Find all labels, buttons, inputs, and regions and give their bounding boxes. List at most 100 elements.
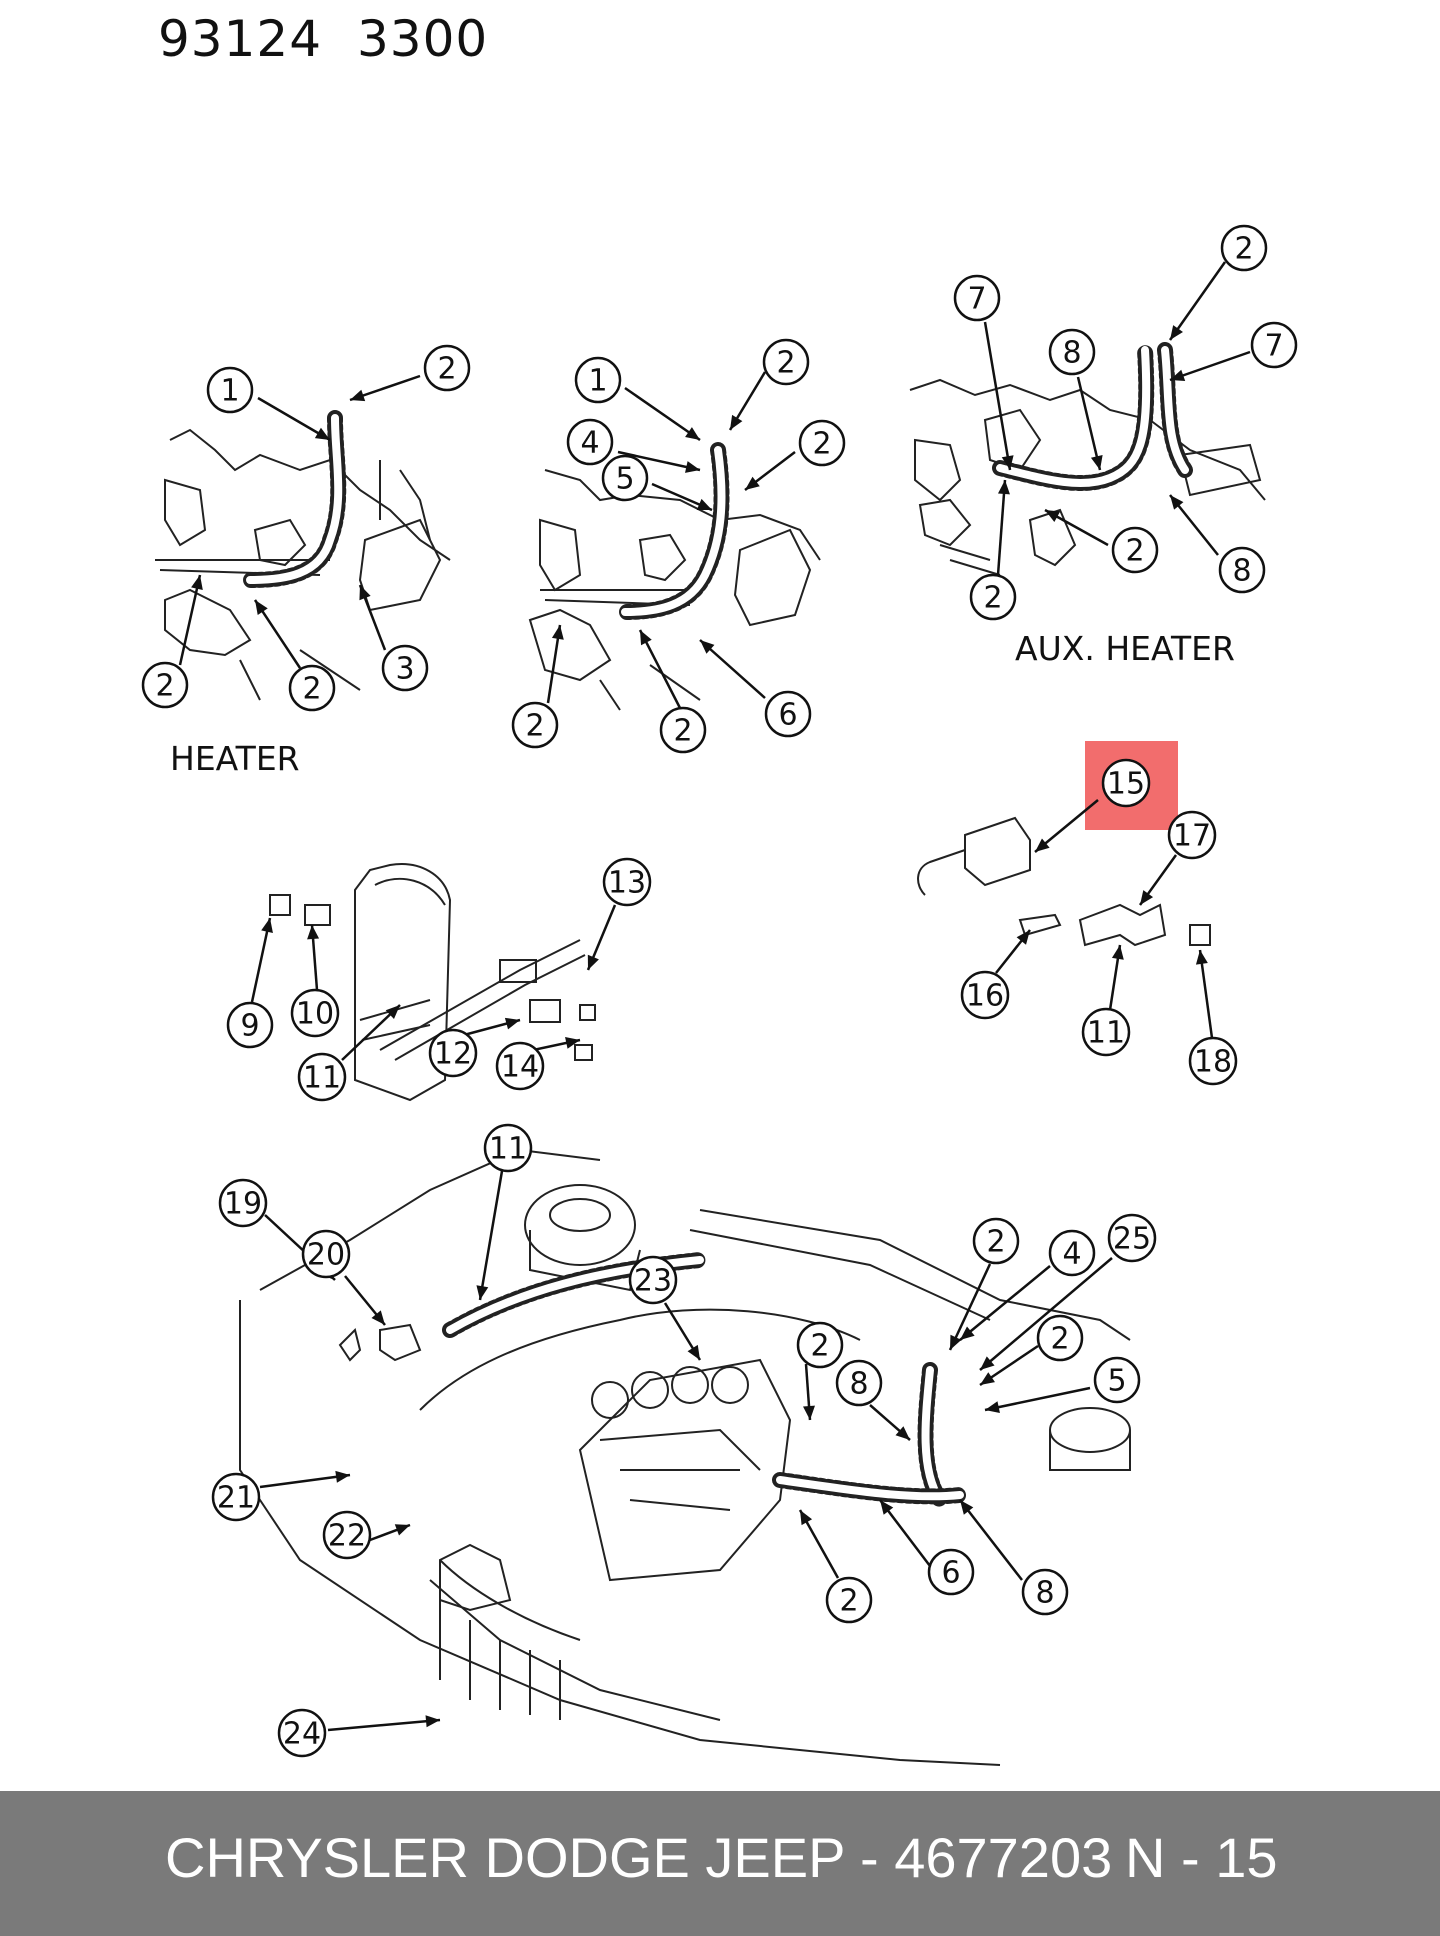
- callout-number: 2: [810, 1329, 829, 1364]
- callout-4: 4: [566, 418, 614, 466]
- callout-circle: [301, 1229, 351, 1279]
- callout-17: 17: [1167, 810, 1217, 860]
- arrowhead: [551, 625, 564, 640]
- leader-line: [478, 1170, 504, 1301]
- callout-number: 2: [986, 1225, 1005, 1260]
- callout-9: 9: [226, 1001, 274, 1049]
- callout-number: 2: [525, 709, 544, 744]
- callout-circle: [762, 338, 810, 386]
- arrowhead: [800, 1510, 813, 1526]
- callout-8: 8: [1218, 546, 1266, 594]
- document-code: 93124 3300: [158, 10, 489, 68]
- callout-number: 2: [302, 672, 321, 707]
- arrowhead: [425, 1715, 440, 1728]
- callout-7: 7: [953, 274, 1001, 322]
- aux-heater-view: [909, 342, 1266, 576]
- arrowhead: [565, 1037, 580, 1049]
- callout-circle: [1021, 1568, 1069, 1616]
- arrowhead: [191, 575, 203, 590]
- arrowhead: [1170, 325, 1183, 340]
- callout-circle: [1036, 1314, 1084, 1362]
- callout-2: 2: [762, 338, 810, 386]
- arrowhead: [1111, 945, 1124, 960]
- leader-lines: [178, 261, 1251, 1732]
- callout-19: 19: [218, 1178, 268, 1228]
- arrowhead: [1170, 369, 1186, 382]
- callout-4: 4: [1048, 1229, 1096, 1277]
- callout-circle: [495, 1041, 545, 1091]
- arrowhead: [685, 461, 700, 473]
- callout-2: 2: [141, 661, 189, 709]
- callout-circle: [764, 690, 812, 738]
- callout-circle: [953, 274, 1001, 322]
- arrowhead: [1140, 890, 1154, 905]
- callout-2: 2: [288, 664, 336, 712]
- callout-1: 1: [574, 356, 622, 404]
- callout-21: 21: [211, 1472, 261, 1522]
- leader-line: [178, 574, 202, 666]
- callout-circle: [141, 661, 189, 709]
- callout-circle: [798, 419, 846, 467]
- callout-circle: [825, 1576, 873, 1624]
- arrowhead: [1090, 454, 1103, 470]
- arrowhead: [261, 918, 273, 933]
- arrowhead: [960, 1326, 975, 1340]
- arrowhead: [730, 414, 743, 430]
- callout-20: 20: [301, 1229, 351, 1279]
- leader-line: [327, 1718, 441, 1732]
- callout-16: 16: [960, 970, 1010, 1020]
- callout-2: 2: [659, 706, 707, 754]
- arrowhead: [980, 1356, 995, 1370]
- callout-2: 2: [1036, 1314, 1084, 1362]
- callout-5: 5: [1093, 1356, 1141, 1404]
- callout-circle: [322, 1510, 372, 1560]
- arrowhead: [1001, 455, 1014, 470]
- callout-24: 24: [277, 1708, 327, 1758]
- arrowhead: [1170, 495, 1184, 510]
- callout-number: 20: [307, 1238, 345, 1273]
- arrowhead: [587, 954, 599, 970]
- callout-circle: [601, 454, 649, 502]
- callout-25: 25: [1107, 1213, 1157, 1263]
- callout-2: 2: [825, 1576, 873, 1624]
- callout-2: 2: [796, 1321, 844, 1369]
- callout-number: 2: [673, 714, 692, 749]
- callout-2: 2: [1111, 526, 1159, 574]
- callout-10: 10: [290, 988, 340, 1038]
- arrowhead: [640, 630, 652, 646]
- page-label: N - 15: [1125, 1826, 1278, 1889]
- footer-bar: CHRYSLER DODGE JEEP - 4677203 N - 15: [0, 1791, 1440, 1936]
- leader-line: [1076, 376, 1102, 471]
- callout-number: 14: [501, 1050, 539, 1085]
- callout-6: 6: [764, 690, 812, 738]
- leader-line: [638, 629, 682, 709]
- arrowhead: [960, 1500, 974, 1515]
- callout-number: 18: [1194, 1045, 1232, 1080]
- callout-circle: [835, 1359, 883, 1407]
- callout-number: 8: [1062, 336, 1081, 371]
- leader-line: [699, 639, 766, 699]
- callout-circle: [1048, 1229, 1096, 1277]
- callout-2: 2: [511, 701, 559, 749]
- callout-circle: [211, 1472, 261, 1522]
- arrowhead: [371, 1310, 385, 1325]
- callout-2: 2: [972, 1217, 1020, 1265]
- arrowhead: [685, 427, 700, 440]
- callout-number: 22: [328, 1519, 366, 1554]
- callout-circle: [1218, 546, 1266, 594]
- arrowhead: [307, 925, 320, 940]
- callout-circle: [1167, 810, 1217, 860]
- leader-line: [1198, 949, 1214, 1039]
- callout-1: 1: [206, 366, 254, 414]
- callout-2: 2: [423, 344, 471, 392]
- callout-circle: [1111, 526, 1159, 574]
- callout-22: 22: [322, 1510, 372, 1560]
- callout-12: 12: [428, 1028, 478, 1078]
- callout-circle: [574, 356, 622, 404]
- arrowhead: [359, 585, 371, 601]
- callout-circle: [206, 366, 254, 414]
- callout-7: 7: [1250, 321, 1298, 369]
- callout-circle: [927, 1548, 975, 1596]
- callout-circle: [1220, 224, 1268, 272]
- arrowhead: [255, 600, 268, 615]
